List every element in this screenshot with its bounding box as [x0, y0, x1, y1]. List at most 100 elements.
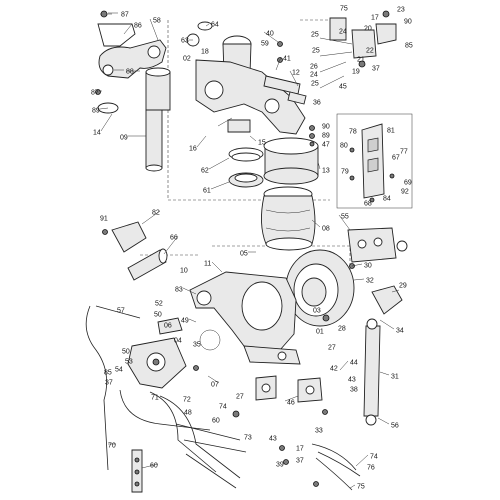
- bearing-cap: [263, 125, 319, 185]
- callout-29: 29: [399, 283, 407, 290]
- callout-53: 53: [125, 359, 133, 366]
- callout-01: 01: [316, 329, 324, 336]
- seal-rings: [228, 147, 264, 188]
- callout-72: 72: [183, 397, 191, 404]
- callout-61: 61: [203, 188, 211, 195]
- upper-link-arm: [95, 10, 171, 172]
- callout-24: 24: [339, 29, 347, 36]
- callout-70: 70: [108, 443, 116, 450]
- callout-90: 90: [322, 124, 330, 131]
- callout-30: 30: [364, 263, 372, 270]
- callout-67: 67: [392, 155, 400, 162]
- callout-47: 47: [322, 142, 330, 149]
- callout-23: 23: [397, 7, 405, 14]
- callout-52: 52: [155, 301, 163, 308]
- callout-69: 69: [404, 180, 412, 187]
- hydraulic-pump: [127, 317, 199, 389]
- lower-clamp-parts: [131, 375, 328, 493]
- callout-19: 19: [352, 69, 360, 76]
- callout-25: 25: [311, 81, 319, 88]
- callout-76: 76: [367, 465, 375, 472]
- callout-63: 63: [181, 38, 189, 45]
- callout-09: 09: [120, 135, 128, 142]
- callout-60: 60: [212, 418, 220, 425]
- callout-39: 39: [276, 462, 284, 469]
- callout-84: 84: [383, 196, 391, 203]
- callout-92: 92: [401, 189, 409, 196]
- callout-25: 25: [311, 32, 319, 39]
- callout-43: 43: [348, 377, 356, 384]
- callout-34: 34: [396, 328, 404, 335]
- callout-64: 64: [211, 22, 219, 29]
- callout-41: 41: [283, 56, 291, 63]
- callout-27: 27: [328, 345, 336, 352]
- callout-13: 13: [322, 168, 330, 175]
- callout-38: 38: [350, 387, 358, 394]
- mounting-bracket-and-tube: [102, 221, 168, 281]
- callout-68: 68: [364, 201, 372, 208]
- valve-bracket-assembly: [287, 10, 397, 105]
- callout-81: 81: [387, 128, 395, 135]
- callout-75: 75: [340, 6, 348, 13]
- detail-inset-box: [336, 113, 413, 209]
- callout-85: 85: [104, 370, 112, 377]
- callout-50: 50: [154, 312, 162, 319]
- callout-75: 75: [357, 484, 365, 491]
- callout-10: 10: [180, 268, 188, 275]
- callout-labels: 8786586463180240594112751723902025252421…: [91, 6, 413, 491]
- callout-89: 89: [92, 108, 100, 115]
- callout-79: 79: [341, 169, 349, 176]
- detail-inset-parts: [349, 123, 395, 203]
- callout-48: 48: [184, 410, 192, 417]
- callout-71: 71: [151, 395, 159, 402]
- callout-85: 85: [405, 43, 413, 50]
- callout-87: 87: [121, 12, 129, 19]
- callout-20: 20: [364, 26, 372, 33]
- callout-28: 28: [338, 326, 346, 333]
- callout-40: 40: [266, 31, 274, 38]
- callout-17: 17: [296, 446, 304, 453]
- callout-80: 80: [340, 143, 348, 150]
- callout-16: 16: [189, 146, 197, 153]
- callout-17: 17: [371, 15, 379, 22]
- callout-37: 37: [296, 458, 304, 465]
- callout-73: 73: [244, 435, 252, 442]
- sensor-cable: [311, 443, 361, 491]
- callout-89: 89: [322, 133, 330, 140]
- callout-27: 27: [236, 394, 244, 401]
- callout-04: 04: [174, 338, 182, 345]
- valve-block: [347, 227, 408, 283]
- wheel-hub: [285, 249, 355, 327]
- callout-31: 31: [391, 374, 399, 381]
- callout-14: 14: [93, 130, 101, 137]
- callout-90: 90: [404, 19, 412, 26]
- callout-50: 50: [122, 349, 130, 356]
- callout-87: 87: [91, 90, 99, 97]
- shock-absorber: [363, 285, 403, 426]
- callout-55: 55: [341, 214, 349, 221]
- callout-83: 83: [175, 287, 183, 294]
- callout-59: 59: [261, 41, 269, 48]
- callout-02: 02: [183, 56, 191, 63]
- callout-37: 37: [105, 380, 113, 387]
- callout-36: 36: [313, 100, 321, 107]
- callout-35: 35: [193, 342, 201, 349]
- callout-82: 82: [152, 210, 160, 217]
- callout-78: 78: [349, 129, 357, 136]
- callout-86: 86: [134, 23, 142, 30]
- leader-lines: [99, 12, 400, 489]
- callout-45: 45: [339, 84, 347, 91]
- callout-56: 56: [391, 423, 399, 430]
- callout-37: 37: [372, 66, 380, 73]
- callout-06: 06: [164, 323, 172, 330]
- callout-26: 26: [310, 64, 318, 71]
- callout-54: 54: [115, 367, 123, 374]
- callout-74: 74: [219, 404, 227, 411]
- callout-57: 57: [117, 308, 125, 315]
- callout-46: 46: [287, 400, 295, 407]
- callout-58: 58: [153, 18, 161, 25]
- callout-91: 91: [100, 216, 108, 223]
- callout-43: 43: [269, 436, 277, 443]
- callout-60: 60: [150, 463, 158, 470]
- callout-11: 11: [204, 261, 211, 268]
